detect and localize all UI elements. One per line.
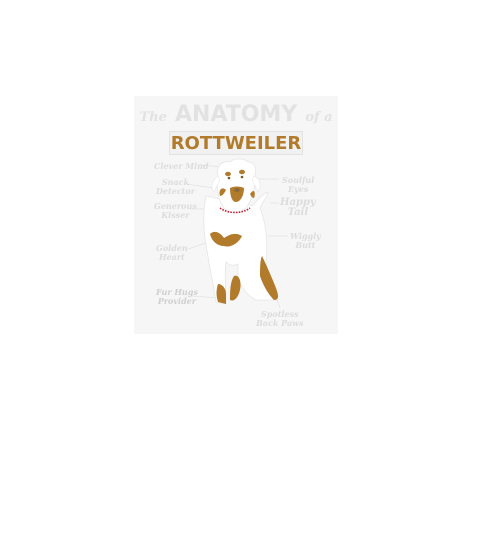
label-clever-mind: Clever Mind (154, 161, 209, 171)
collar (219, 207, 251, 214)
title-prefix: The (139, 110, 167, 125)
breed-name: ROTTWEILER (170, 133, 302, 154)
back-leg-marking (260, 256, 278, 300)
muzzle (230, 186, 244, 202)
brow-spot-left (225, 171, 231, 177)
dog-face (227, 175, 244, 192)
title-main: ANATOMY (174, 102, 298, 127)
dog-ear-right (251, 175, 261, 193)
label-spotless-back-paws: Spotless Back Paws (256, 309, 304, 328)
label-snack-detector: Snack Detector (156, 177, 195, 196)
dog-ear-left (211, 175, 221, 193)
brow-spot-right (239, 169, 245, 175)
cheek-left (219, 188, 226, 196)
leader-heart (187, 242, 207, 250)
eye-right (240, 175, 244, 179)
chest-marking (210, 231, 242, 247)
dog-head (216, 158, 256, 213)
front-paw-right (230, 275, 241, 301)
label-wiggly-butt: Wiggly Butt (290, 231, 321, 250)
dog-markings (210, 169, 278, 304)
label-fur-hugs-provider: Fur Hugs Provider (156, 287, 198, 306)
dog-torso (203, 191, 279, 305)
nose (234, 188, 240, 192)
dog-illustration (185, 158, 288, 309)
poster-title: The ANATOMY of a (134, 102, 338, 127)
label-soulful-eyes: Soulful Eyes (282, 175, 315, 194)
label-generous-kisser: Generous Kisser (154, 201, 197, 220)
cheek-right (250, 191, 255, 198)
eye-left (227, 176, 231, 180)
title-connector: of a (305, 110, 333, 125)
front-paw-left (216, 284, 226, 304)
label-happy-tail: Happy Tail (280, 197, 316, 218)
breed-banner: ROTTWEILER (169, 131, 303, 155)
anatomy-poster: The ANATOMY of a ROTTWEILER (134, 96, 338, 334)
label-golden-heart: Golden Heart (156, 243, 188, 262)
leader-snack (185, 183, 215, 189)
